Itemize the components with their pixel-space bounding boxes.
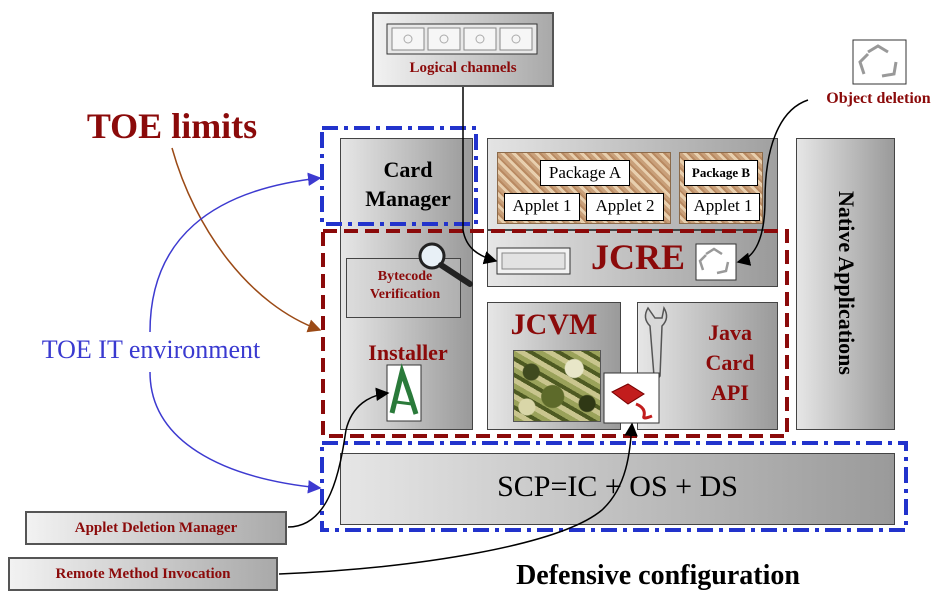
jcre-label: JCRE — [590, 237, 685, 277]
card-manager-label: Card Manager — [365, 157, 451, 211]
jcvm-label: JCVM — [510, 308, 598, 341]
applet-1-a: Applet 1 — [504, 193, 580, 221]
package-b-label: Package B — [684, 160, 758, 186]
java-card-api-label: Java Card API — [705, 320, 755, 405]
remote-method-invocation-callout: Remote Method Invocation — [8, 557, 278, 591]
applet-1-b: Applet 1 — [686, 193, 760, 221]
toe-it-environment-label: TOE IT environment — [41, 335, 261, 364]
scp-label: SCP=IC + OS + DS — [497, 470, 738, 503]
jcre-channel-slots-icon — [496, 247, 571, 275]
native-applications-box — [796, 138, 895, 430]
object-deletion-label: Object deletion — [826, 90, 931, 107]
recycle-icon — [852, 39, 907, 85]
bytecode-verification-label: Bytecode Verification — [369, 269, 441, 302]
camouflage-texture — [513, 350, 601, 422]
applet-deletion-manager-callout: Applet Deletion Manager — [25, 511, 287, 545]
applet-2: Applet 2 — [586, 193, 664, 221]
tool-icon — [644, 305, 668, 380]
defensive-configuration-label: Defensive configuration — [516, 560, 800, 591]
channel-slots-icon — [386, 23, 538, 55]
package-a-label: Package A — [540, 160, 630, 186]
magnifier-icon — [418, 242, 473, 287]
toe-limits-label: TOE limits — [86, 106, 258, 146]
installer-label: Installer — [368, 340, 448, 365]
certificate-icon — [386, 363, 422, 422]
remote-device-icon — [603, 372, 660, 424]
scp-box — [340, 453, 895, 525]
jcre-recycle-icon — [695, 243, 737, 281]
logical-channels-label: Logical channels — [409, 60, 517, 76]
